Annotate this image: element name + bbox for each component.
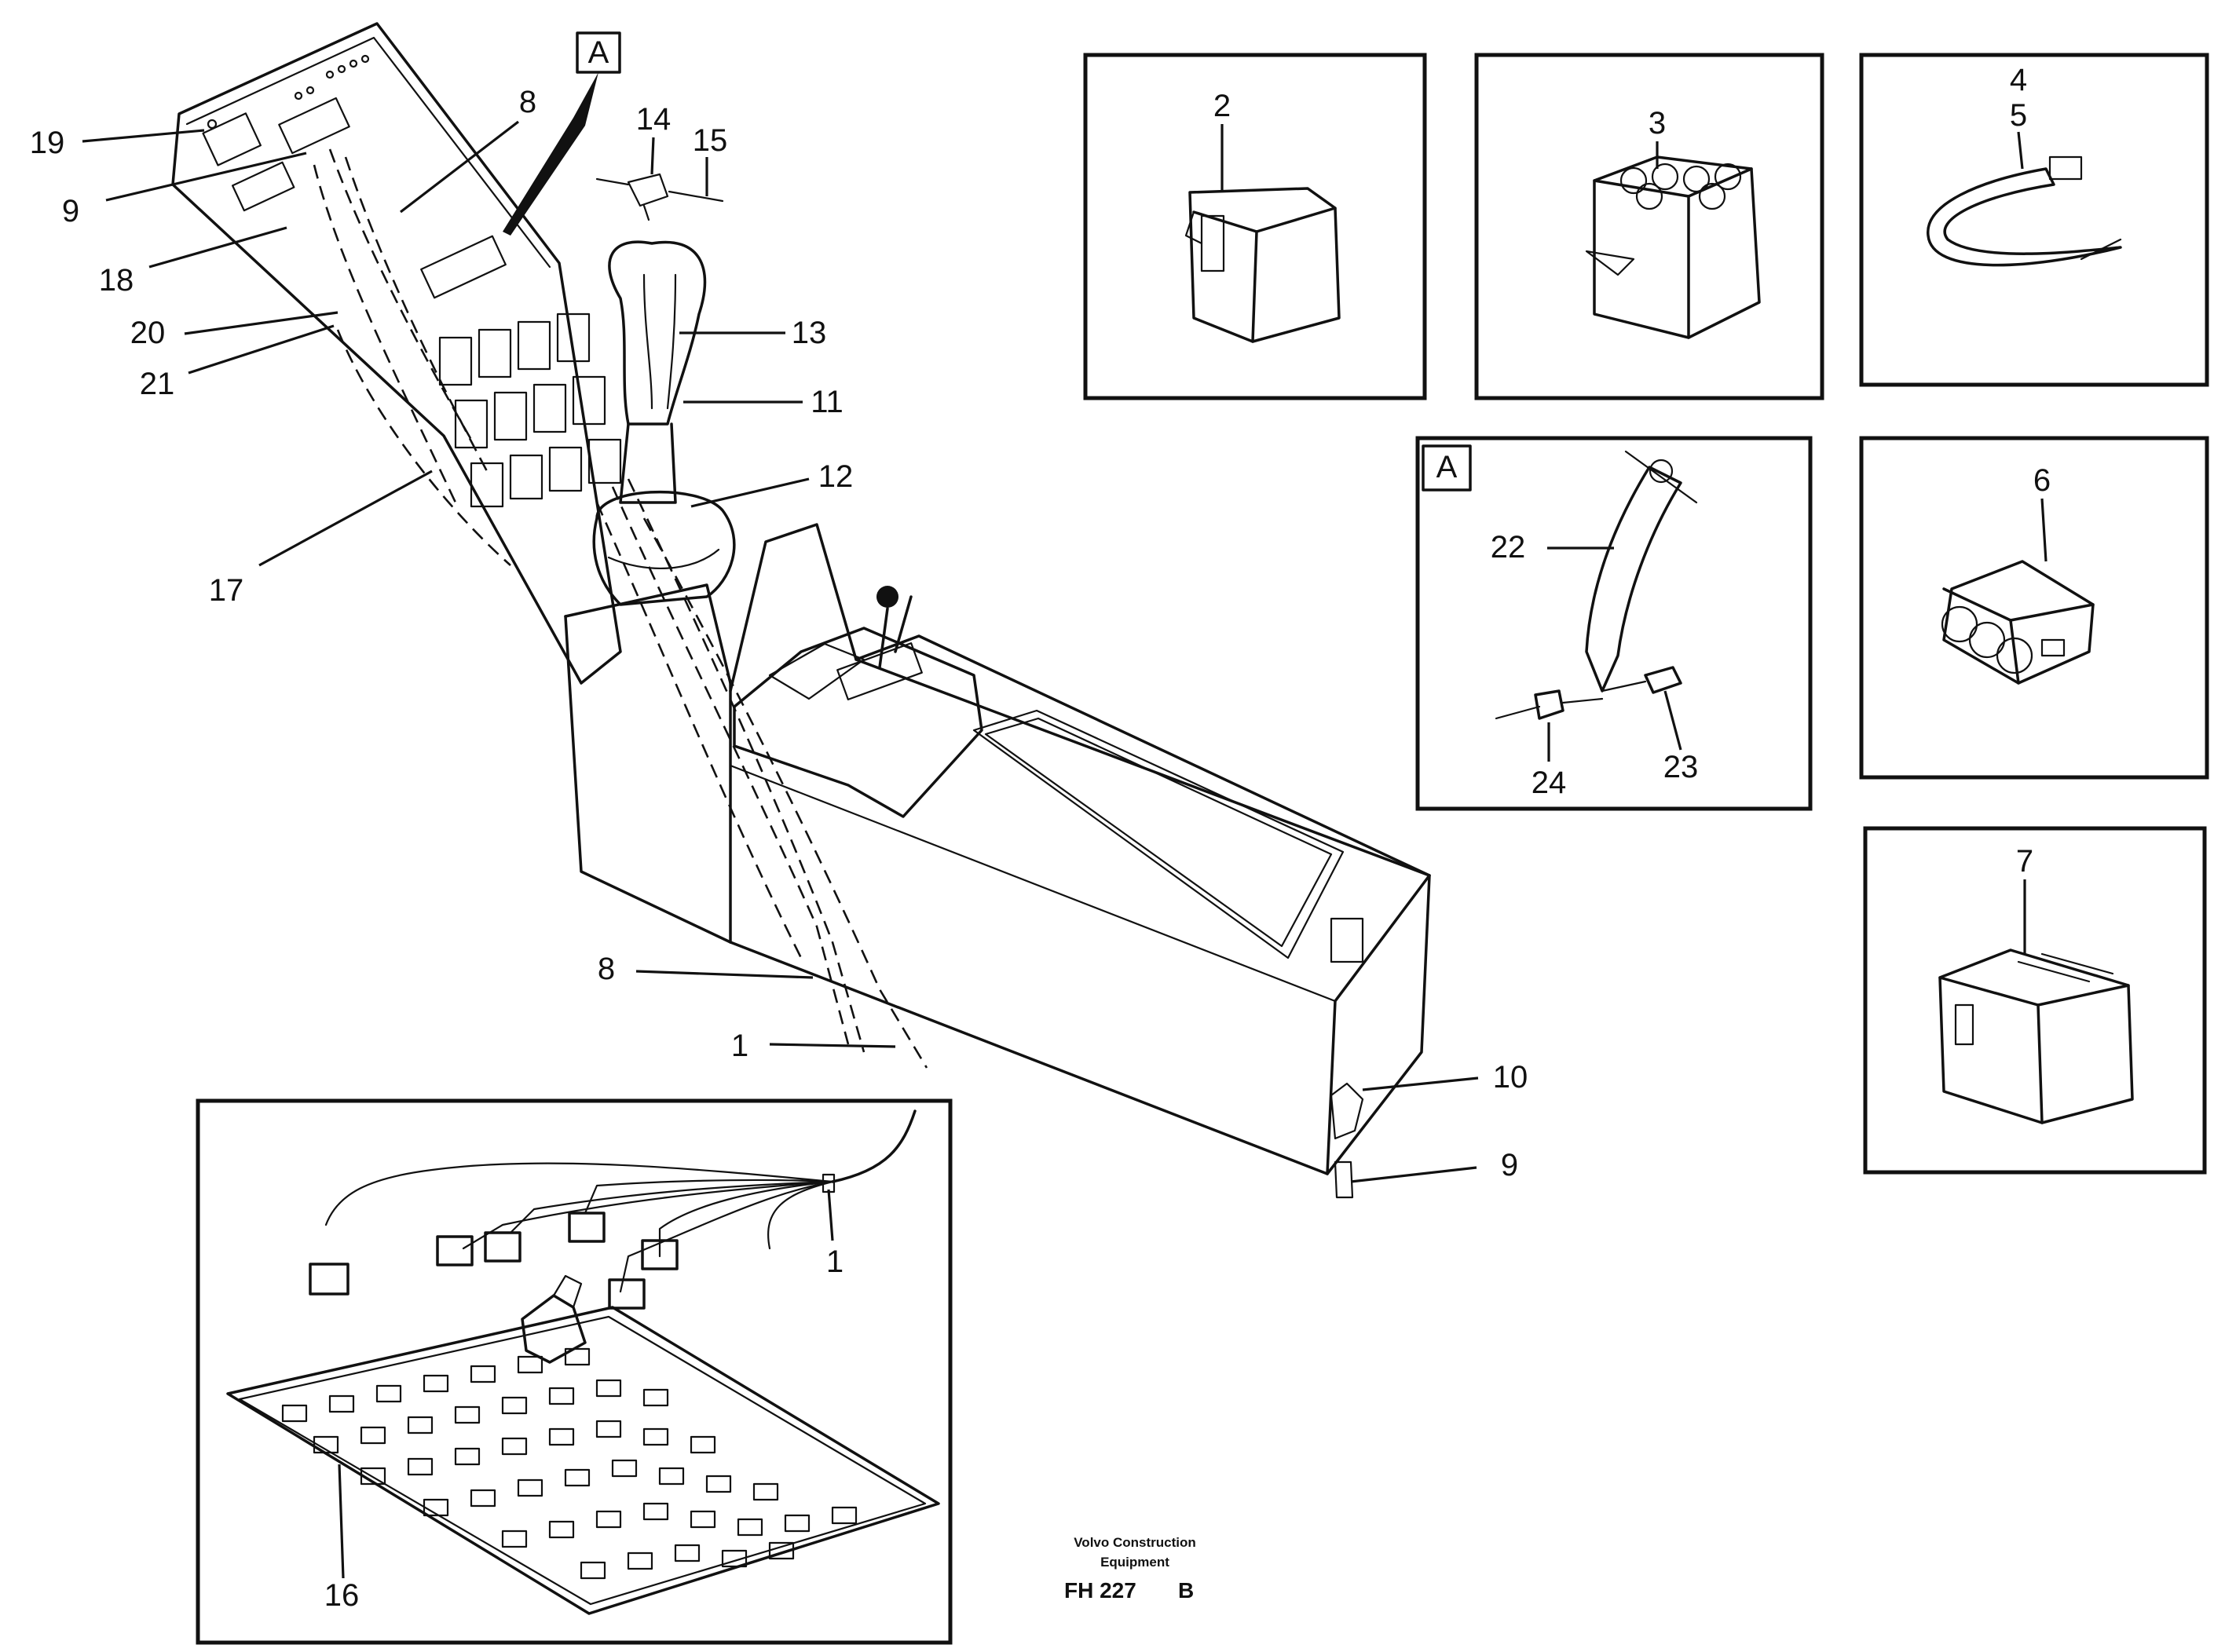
callout-20: 20 — [130, 316, 166, 350]
inset-detail-a: A 22 23 24 — [1415, 436, 1813, 811]
gear-lever — [592, 173, 736, 606]
inset-circuit-board: 1 16 — [196, 1098, 953, 1645]
callout-9-lower: 9 — [1501, 1148, 1518, 1182]
instrument-panel — [171, 22, 622, 685]
drawing-code: FH 227 — [1064, 1578, 1136, 1603]
callout-23: 23 — [1663, 750, 1699, 784]
callout-6: 6 — [2033, 463, 2051, 498]
callout-14: 14 — [636, 102, 672, 137]
callout-1-lower: 1 — [731, 1029, 748, 1063]
detail-marker-label: A — [588, 35, 609, 70]
callout-10: 10 — [1493, 1060, 1528, 1095]
callout-1-inset: 1 — [826, 1244, 844, 1279]
callout-13: 13 — [792, 316, 827, 350]
detail-marker-a: A — [503, 31, 621, 236]
callout-18: 18 — [99, 263, 134, 298]
inset-part-3: 3 — [1474, 53, 1824, 400]
callout-group-main: 19 9 18 20 21 17 8 14 15 13 11 12 8 1 10… — [30, 85, 1528, 1183]
callout-7: 7 — [2016, 844, 2033, 879]
callout-16: 16 — [324, 1578, 360, 1613]
drawing-footer: Volvo Construction Equipment FH 227 B — [1064, 1535, 1196, 1603]
detail-box-marker: A — [1436, 450, 1458, 484]
callout-3: 3 — [1649, 106, 1666, 141]
callout-11: 11 — [811, 385, 844, 419]
inset-part-2: 2 — [1083, 53, 1427, 400]
callout-8-lower: 8 — [598, 952, 615, 986]
callout-9: 9 — [62, 194, 79, 228]
company-name-line1: Volvo Construction — [1074, 1535, 1196, 1550]
callout-22: 22 — [1491, 530, 1526, 565]
callout-21: 21 — [140, 367, 175, 401]
inset-part-7: 7 — [1863, 826, 2207, 1175]
callout-17: 17 — [209, 573, 244, 608]
company-name-line2: Equipment — [1100, 1555, 1169, 1570]
callout-12: 12 — [818, 459, 854, 494]
callout-24: 24 — [1532, 766, 1567, 800]
drawing-revision: B — [1178, 1578, 1194, 1603]
inset-part-6: 6 — [1859, 436, 2209, 780]
callout-15: 15 — [693, 123, 728, 158]
callout-8-top: 8 — [519, 85, 536, 119]
inset-parts-4-5: 4 5 — [1859, 53, 2209, 387]
callout-19: 19 — [30, 126, 65, 160]
callout-2: 2 — [1213, 89, 1231, 123]
console-body — [564, 478, 1431, 1199]
callout-4: 4 — [2010, 63, 2027, 97]
callout-5: 5 — [2010, 98, 2027, 133]
